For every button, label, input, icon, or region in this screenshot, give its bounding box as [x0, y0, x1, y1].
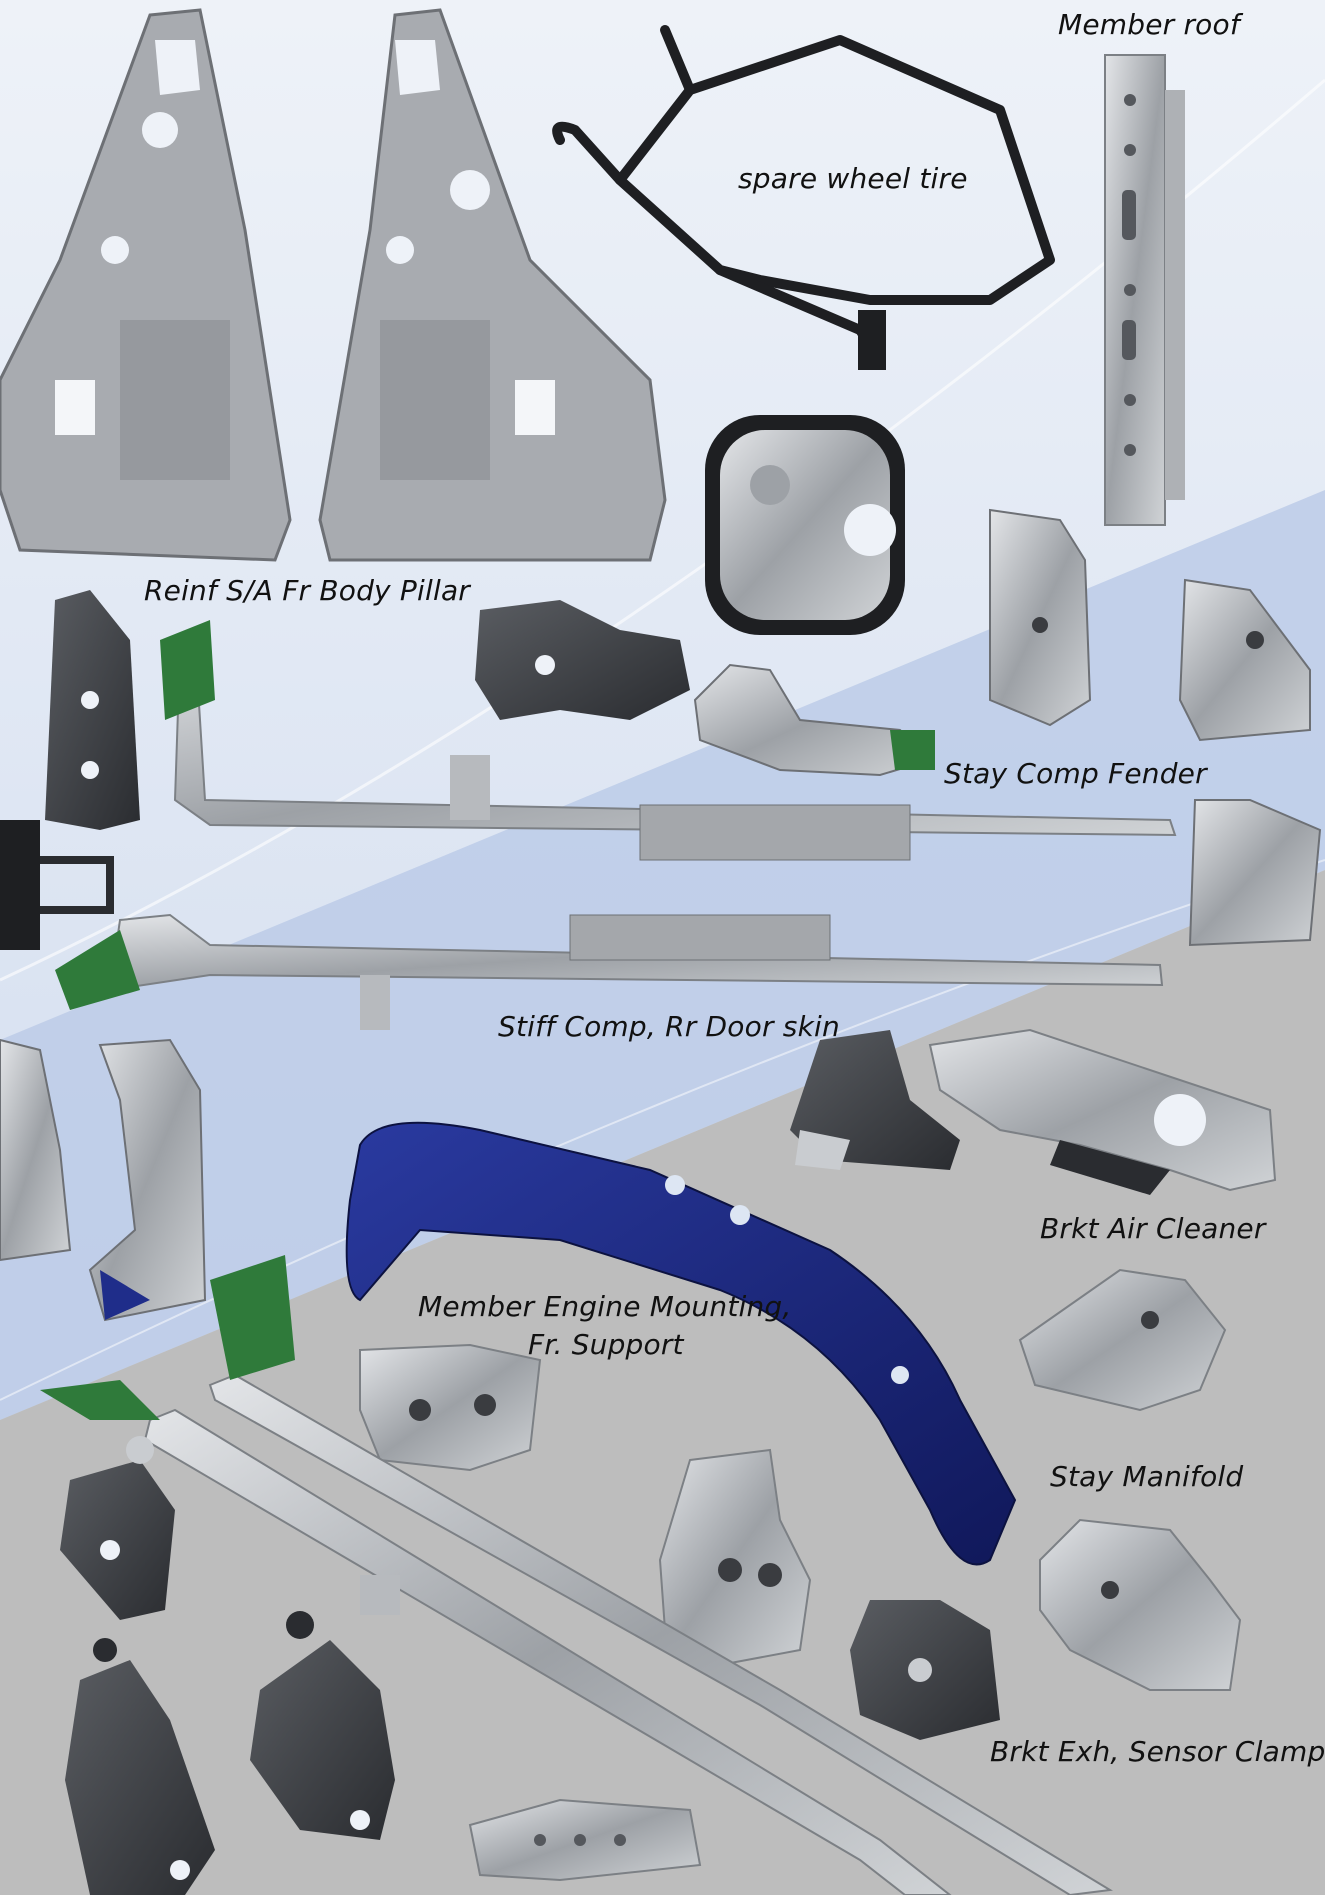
fender-right-bracket	[1178, 578, 1322, 947]
label-brkt-air-cleaner: Brkt Air Cleaner	[1040, 1212, 1266, 1245]
ball-joint-bracket-top	[60, 1436, 175, 1620]
round-cover-panel	[705, 415, 905, 635]
label-member-engine-mounting-line1: Member Engine Mounting,	[418, 1290, 792, 1323]
member-roof-rail	[1104, 54, 1185, 526]
label-brkt-exh-sensor-clamp: Brkt Exh, Sensor Clamp	[990, 1735, 1325, 1768]
left-tall-bracket-pair	[0, 1038, 207, 1322]
long-rail-diagonal-upper	[208, 1255, 1113, 1895]
long-rail-lower	[55, 913, 1164, 1030]
left-vertical-bracket	[45, 590, 140, 830]
dark-cup-bracket	[850, 1600, 1000, 1740]
label-member-engine-mounting-line2: Fr. Support	[528, 1328, 684, 1361]
member-engine-mounting-part	[345, 1121, 1017, 1566]
center-bracket-double-nut	[658, 1448, 812, 1667]
stay-manifold-part	[1018, 1268, 1227, 1412]
label-stay-manifold: Stay Manifold	[1050, 1460, 1244, 1493]
body-pillar-right	[318, 8, 667, 562]
label-stay-comp-fender: Stay Comp Fender	[944, 757, 1207, 790]
latch-left	[0, 820, 114, 950]
label-spare-wheel-tire: spare wheel tire	[738, 162, 968, 195]
long-rail-upper	[160, 620, 1177, 861]
ball-joint-bracket-bottom-right	[250, 1611, 395, 1840]
long-rail-diagonal-lower	[40, 1380, 952, 1895]
bottom-perforated-bracket	[468, 1798, 702, 1882]
stay-comp-fender-bracket	[989, 508, 1092, 727]
label-member-roof: Member roof	[1058, 8, 1240, 41]
body-pillar-left	[0, 8, 292, 562]
small-black-bracket	[790, 1030, 960, 1170]
center-bracket-hex-nut	[359, 1343, 542, 1472]
black-plate-bracket	[475, 600, 690, 720]
brkt-air-cleaner-part	[928, 1028, 1277, 1195]
label-reinf-body-pillar: Reinf S/A Fr Body Pillar	[144, 574, 471, 607]
label-stiff-comp-door-skin: Stiff Comp, Rr Door skin	[498, 1010, 840, 1043]
small-green-bracket	[693, 663, 935, 777]
ball-joint-bracket-bottom-left	[65, 1638, 215, 1895]
brkt-exh-sensor-clamp-part	[1039, 1518, 1242, 1691]
